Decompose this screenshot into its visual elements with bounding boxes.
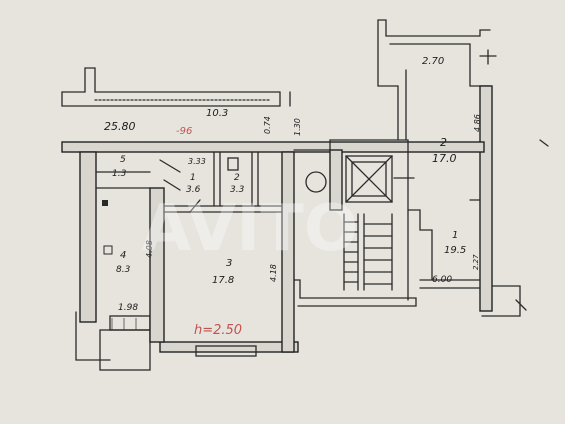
fixture-marks	[102, 49, 549, 311]
dim-0-74: 0.74	[263, 116, 272, 134]
dim-1-30: 1.30	[293, 118, 302, 136]
room-2-large-area: 17.0	[432, 152, 457, 165]
room-2-large-number: 2	[440, 136, 447, 149]
room-2-small-number: 2	[234, 173, 240, 183]
stair-steps	[343, 213, 393, 291]
dim-4-18: 4.18	[269, 264, 278, 282]
room-5-area: 1.3	[112, 169, 127, 179]
room-1-small-area: 3.6	[186, 185, 201, 195]
dim-2-27: 2.27	[472, 254, 480, 270]
ceiling-height: h=2.50	[194, 323, 242, 338]
room-4-number: 4	[120, 250, 126, 261]
dimension-labels: 2.70 10.3 0.74 1.30 25.80 -96 4.86 3.33 …	[104, 56, 482, 338]
room-5-number: 5	[120, 155, 126, 165]
room-2-small-area: 3.3	[230, 185, 245, 195]
watermark-text: AVITO	[142, 192, 359, 266]
dim-1-98: 1.98	[118, 303, 138, 313]
room-labels: 5 1.3 1 3.6 2 3.3 4 8.3 3 17.8 2 17.0 1 …	[112, 136, 466, 286]
room-1-large-area: 19.5	[444, 245, 466, 256]
dim-4-08: 4.08	[145, 240, 154, 258]
room-1-large-number: 1	[452, 230, 458, 241]
stair-core	[293, 139, 481, 307]
dim-4-86: 4.86	[473, 114, 482, 132]
room-3-number: 3	[226, 258, 232, 269]
dim-10-3: 10.3	[206, 108, 228, 119]
dim-2-70: 2.70	[422, 56, 444, 67]
room-3-area: 17.8	[212, 275, 234, 286]
dim-6-00: 6.00	[432, 275, 452, 285]
dim-3-33: 3.33	[188, 157, 206, 166]
room-4-area: 8.3	[116, 265, 131, 275]
dim-96: -96	[176, 126, 192, 137]
upper-corridor-walls	[61, 67, 291, 107]
room-1-small-number: 1	[190, 173, 196, 183]
main-walls	[61, 141, 485, 371]
dim-25-80: 25.80	[104, 120, 136, 133]
